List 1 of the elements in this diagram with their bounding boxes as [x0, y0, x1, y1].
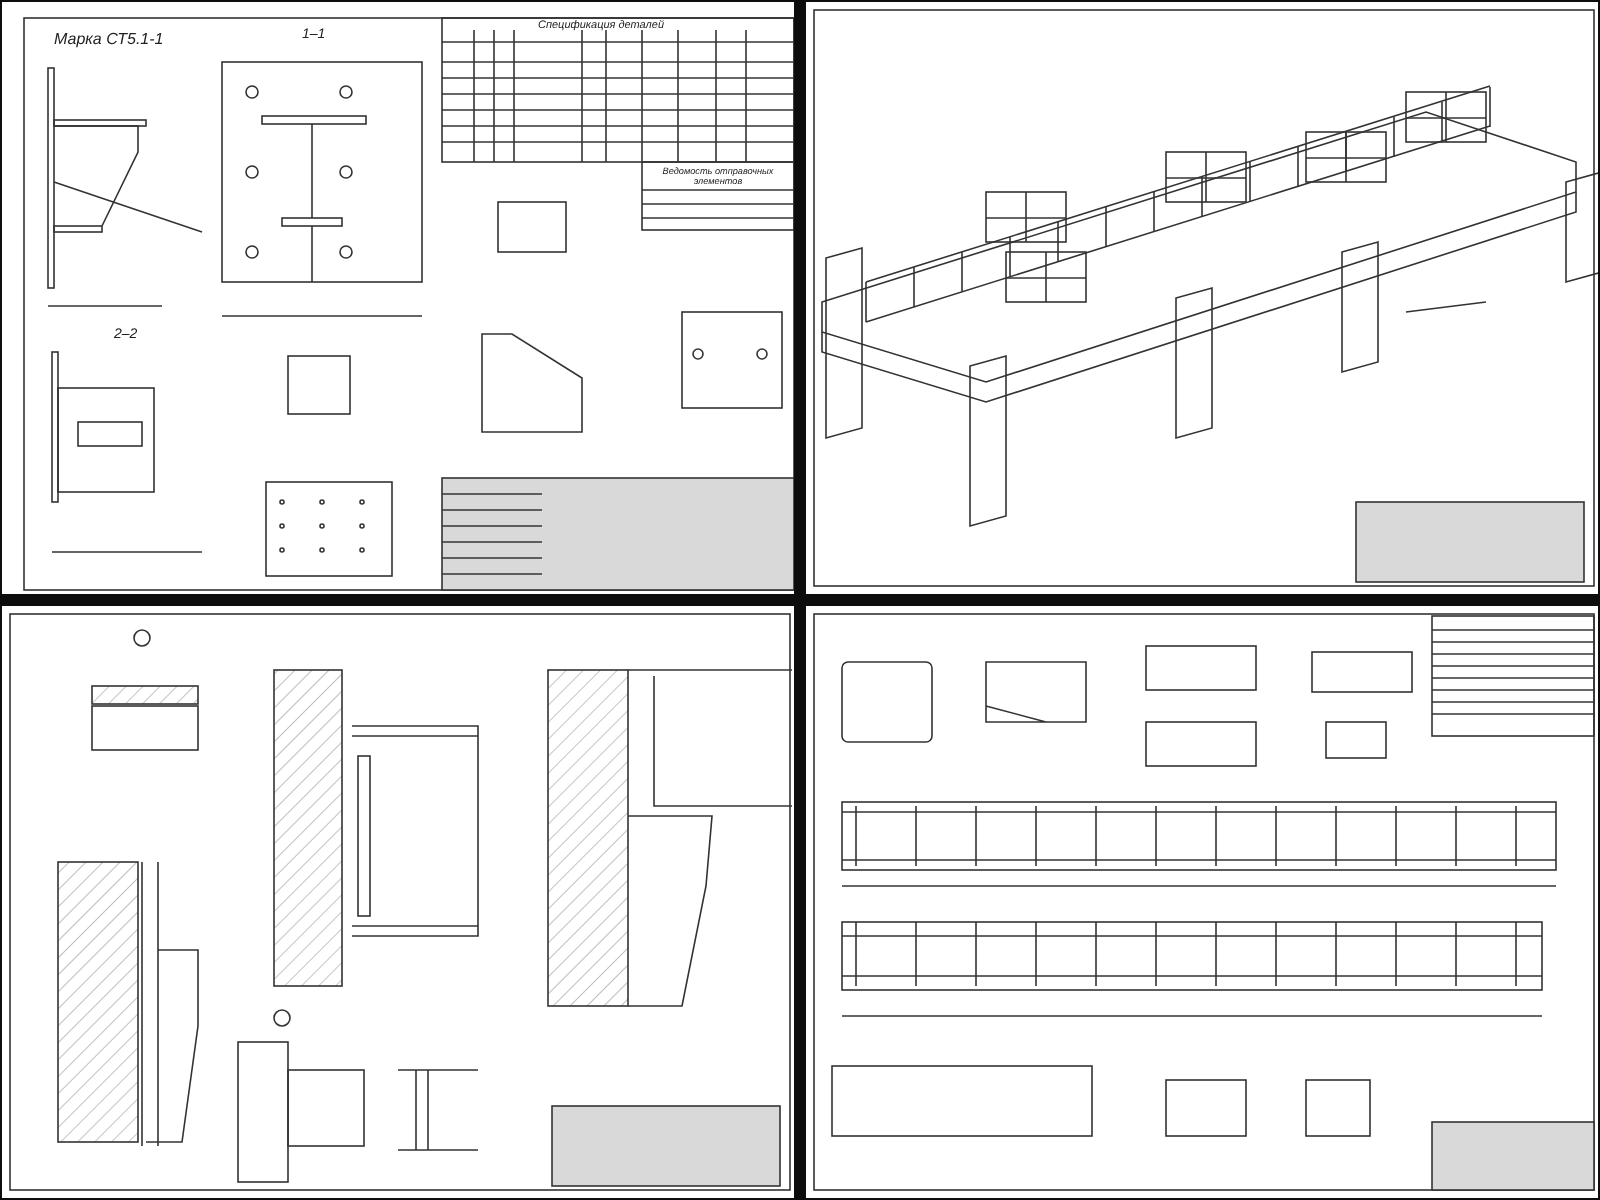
drawing-mark-title: Марка СТ5.1-1 — [54, 32, 164, 50]
